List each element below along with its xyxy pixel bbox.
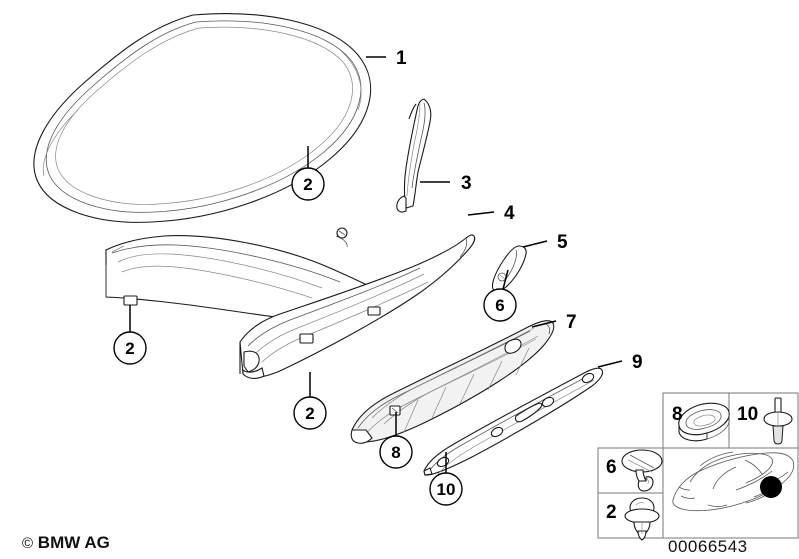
callout-label-4: 4: [504, 203, 515, 224]
callout-label-2a: 2: [303, 175, 312, 194]
leader-line-4: [467, 211, 495, 216]
callout-layer: 1 3 4 5 7 9 2 2 2 6 8 10: [113, 48, 643, 506]
legend-panel: 8 10 6 2 00066543: [597, 392, 799, 556]
callout-circle-2b: [113, 331, 147, 365]
copyright-label: BMW AG: [37, 533, 110, 552]
callout-circle-8: [379, 435, 413, 469]
callout-9: 9: [597, 352, 643, 373]
callout-label-2b: 2: [125, 339, 134, 358]
callout-label-1: 1: [396, 48, 407, 69]
callout-6: 6: [483, 269, 517, 322]
callout-2b: 2: [113, 305, 147, 365]
callout-label-8: 8: [391, 443, 400, 462]
callout-label-10: 10: [437, 480, 456, 499]
callout-4: 4: [467, 203, 515, 224]
part-9-sill-strip: [423, 367, 604, 476]
copyright-symbol: ©: [22, 535, 34, 552]
callout-label-2c: 2: [305, 404, 314, 423]
expanding-rivet-icon: [624, 497, 660, 541]
legend-number-8: 8: [672, 404, 683, 425]
callout-2c: 2: [293, 372, 327, 430]
callout-2a: 2: [291, 146, 325, 201]
callout-circle-6: [483, 288, 517, 322]
legend-number-6: 6: [606, 457, 617, 478]
callout-label-7: 7: [566, 312, 577, 333]
callout-10: 10: [429, 452, 463, 506]
leader-line-5: [522, 240, 548, 248]
leader-line-9: [597, 360, 623, 368]
callout-circle-10: [429, 472, 463, 506]
part-number: 00066543: [668, 537, 748, 556]
copyright-notice: © BMW AG: [22, 533, 110, 553]
leader-line-7: [531, 320, 557, 328]
callout-circle-2a: [291, 167, 325, 201]
part-4-lower-tailgate-trim: [239, 227, 476, 379]
part-1-tailgate-seal: [33, 13, 372, 223]
oval-grommet-icon: [678, 402, 730, 442]
callout-1: 1: [366, 48, 407, 69]
part-3-pillar-trim: [396, 98, 432, 213]
screw-clip-icon: [621, 449, 663, 492]
legend-number-10: 10: [737, 404, 758, 425]
callout-7: 7: [531, 312, 577, 333]
vehicle-silhouette: [672, 451, 795, 512]
part-5-small-cover: [491, 245, 527, 292]
location-dot: [760, 476, 782, 498]
callout-5: 5: [522, 232, 568, 253]
callout-label-5: 5: [557, 232, 568, 253]
callout-label-9: 9: [632, 352, 643, 373]
callout-8: 8: [379, 412, 413, 469]
callout-label-3: 3: [461, 173, 472, 194]
callout-3: 3: [420, 173, 472, 194]
callout-label-6: 6: [495, 296, 504, 315]
expanding-pin-icon: [763, 397, 793, 445]
legend-number-2: 2: [606, 502, 617, 523]
callout-circle-2c: [293, 396, 327, 430]
